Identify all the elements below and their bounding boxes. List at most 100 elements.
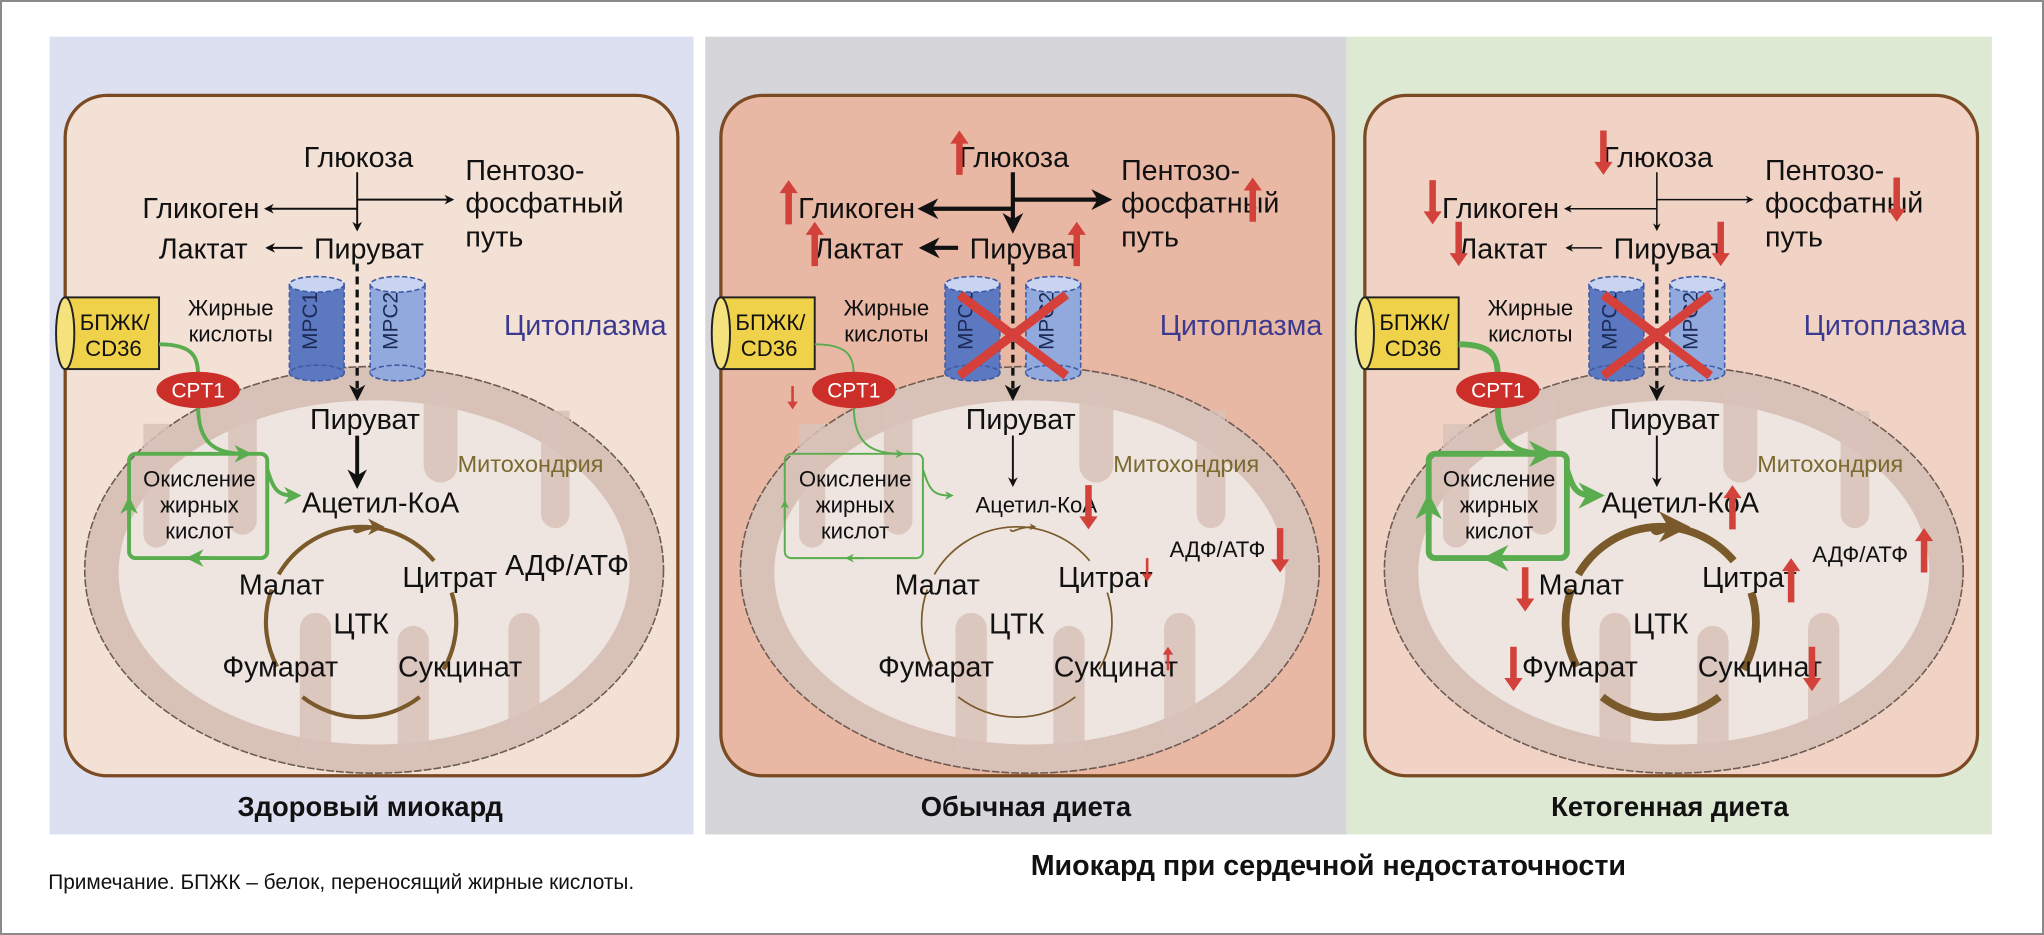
tca-arc-right [441, 591, 459, 671]
fatty-acid-oxidation-path [780, 343, 954, 563]
fatty-acids-label-line2: кислоты [1488, 322, 1572, 347]
figure-caption: Миокард при сердечной недостаточности [1031, 850, 1626, 882]
mpc1-transporter-top [944, 275, 1001, 293]
transporter-label-line2: CD36 [1385, 336, 1442, 361]
mpc2-transporter: MPC2 [1669, 275, 1726, 382]
fatty-acid-transporter: БПЖК/CD36 [55, 296, 161, 371]
mpc1-transporter: MPC1 [944, 275, 1001, 382]
decrease-arrow-icon [1079, 485, 1098, 530]
pentose-label-line3: путь [1765, 222, 1823, 254]
tca-arc-left [1561, 588, 1581, 669]
decrease-arrow-icon [1802, 646, 1822, 692]
glycolysis-arrows [917, 172, 1113, 259]
arrow-head [1887, 208, 1906, 222]
pyruvate-mito-label: Пируват [310, 404, 420, 436]
pyruvate-cytosol-label: Пируват [314, 233, 424, 265]
mitochondria-label: Митохондрия [458, 451, 604, 477]
cpt1-enzyme [812, 371, 896, 409]
acetyl-coa-label: Ацетил-КоА [302, 487, 460, 519]
transporter-label-line2: CD36 [741, 336, 798, 361]
arrow-head [1723, 485, 1742, 499]
tca-arc-top [933, 526, 1091, 575]
fao-to-acetyl-path [1564, 468, 1605, 509]
glucose-label: Глюкоза [959, 142, 1069, 174]
succinate-label: Сукцинат [1054, 652, 1178, 684]
crista [955, 612, 987, 757]
cpt1-label: CPT1 [172, 380, 225, 403]
fao-label-line1: Окисление [1443, 466, 1556, 491]
panel-title: Кетогенная диета [1551, 791, 1789, 822]
pentose-label-line1: Пентозо- [1765, 155, 1884, 187]
mpc2-transporter-top [369, 275, 426, 293]
crista [397, 625, 429, 757]
fao-label-line3: кислот [165, 519, 233, 544]
panel-title: Обычная диета [921, 791, 1132, 822]
crista [1599, 612, 1631, 757]
fao-label-line2: жирных [160, 492, 239, 517]
footnote: Примечание. БПЖК – белок, переносящий жи… [48, 871, 634, 894]
mpc2-transporter-body [369, 283, 426, 374]
decrease-arrow-icon [1270, 528, 1290, 573]
arrow-head [1802, 678, 1822, 692]
citrate-label: Цитрат [1702, 562, 1797, 594]
tca-arc-right [1739, 591, 1760, 672]
pentose-label-line1: Пентозо- [1121, 155, 1240, 187]
pentose-label-line3: путь [1121, 222, 1179, 254]
tca-label: ЦТК [333, 609, 389, 641]
cpt1-label: CPT1 [1471, 380, 1524, 403]
mitochondrion [1383, 365, 1964, 774]
crista [1079, 391, 1114, 483]
glycolysis-arrows [263, 172, 455, 253]
glycogen-label: Гликоген [1442, 193, 1559, 225]
arrow-head [787, 401, 798, 410]
mpc1-transporter-label: MPC1 [299, 292, 322, 350]
fatty-acids-label-line2: кислоты [189, 322, 273, 347]
cpt1-enzyme [1456, 371, 1540, 409]
malate-label: Малат [895, 570, 980, 602]
panel-title: Здоровый миокард [238, 791, 503, 822]
lactate-label: Лактат [159, 233, 248, 265]
fatty-acid-transporter: БПЖК/CD36 [710, 296, 816, 371]
decrease-arrow-icon [1711, 221, 1730, 267]
crista [1196, 410, 1226, 529]
cytoplasm-label: Цитоплазма [504, 310, 667, 342]
arrow-head [1141, 573, 1153, 582]
fatty-acid-transporter: БПЖК/CD36 [1354, 296, 1460, 371]
tca-arc-right [1098, 592, 1113, 670]
mpc2-transporter-top [1025, 275, 1082, 293]
tca-arc-top [1574, 522, 1737, 577]
malate-label: Малат [239, 570, 324, 602]
fao-label-line3: кислот [821, 519, 889, 544]
tca-arc-bottom [1599, 693, 1722, 722]
crista [1808, 612, 1840, 737]
crista [1697, 625, 1729, 757]
arrow-head [1067, 221, 1086, 235]
transporter-label-line2: CD36 [85, 336, 142, 361]
increase-arrow-icon [1781, 558, 1801, 603]
arrow-head [1504, 678, 1523, 692]
glycolysis-arrows [1564, 172, 1754, 252]
tca-cycle-ring [263, 518, 459, 720]
tca-arc-bottom [957, 696, 1076, 718]
pentose-label-line1: Пентозо- [465, 155, 584, 187]
fao-label-line3: кислот [1465, 519, 1533, 544]
glycogen-label: Гликоген [142, 193, 259, 225]
fao-label-line1: Окисление [143, 466, 256, 491]
crista [1164, 612, 1196, 737]
arrow-head [1423, 211, 1442, 225]
pyruvate-cytosol-label: Пируват [1614, 233, 1724, 265]
increase-arrow-icon [1914, 528, 1934, 573]
increase-arrow-icon [950, 130, 969, 175]
succinate-label: Сукцинат [1698, 652, 1822, 684]
mpc2-transporter-bottom [369, 364, 426, 382]
crista [540, 410, 570, 529]
arrow-head [1449, 253, 1468, 267]
decrease-arrow-icon [1516, 567, 1535, 612]
mpc1-transporter-body [288, 283, 345, 374]
increase-arrow-icon [779, 180, 798, 225]
cpt1-label: CPT1 [827, 380, 880, 403]
citrate-label: Цитрат [402, 562, 497, 594]
blocked-cross-icon [1600, 291, 1714, 380]
mpc1-transporter: MPC1 [288, 275, 345, 382]
